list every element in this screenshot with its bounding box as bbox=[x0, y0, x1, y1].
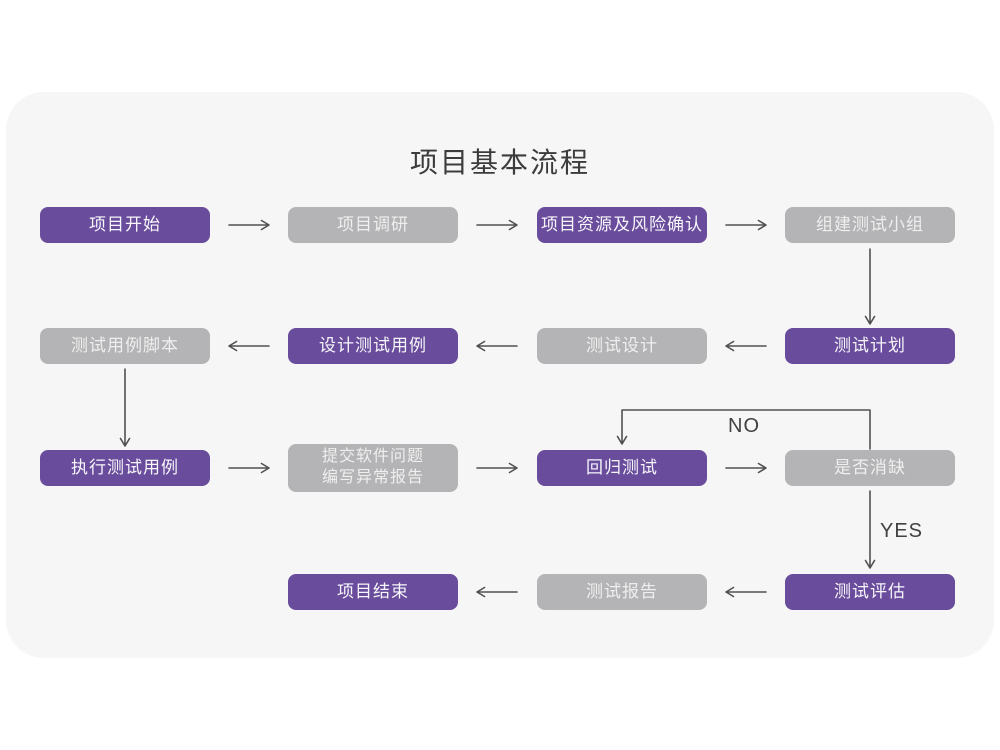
node-test-report: 测试报告 bbox=[537, 574, 707, 610]
node-test-evaluation: 测试评估 bbox=[785, 574, 955, 610]
node-test-plan: 测试计划 bbox=[785, 328, 955, 364]
node-design-test-cases: 设计测试用例 bbox=[288, 328, 458, 364]
node-project-research: 项目调研 bbox=[288, 207, 458, 243]
node-submit-issues-report: 提交软件问题 编写异常报告 bbox=[288, 444, 458, 492]
node-project-start: 项目开始 bbox=[40, 207, 210, 243]
node-defect-resolved: 是否消缺 bbox=[785, 450, 955, 486]
branch-label-yes: YES bbox=[880, 520, 924, 542]
node-build-test-team: 组建测试小组 bbox=[785, 207, 955, 243]
node-resource-risk-confirm: 项目资源及风险确认 bbox=[537, 207, 707, 243]
flowchart-card bbox=[6, 92, 994, 658]
node-regression-test: 回归测试 bbox=[537, 450, 707, 486]
node-test-design: 测试设计 bbox=[537, 328, 707, 364]
node-execute-test-cases: 执行测试用例 bbox=[40, 450, 210, 486]
branch-label-no: NO bbox=[728, 415, 760, 437]
node-project-end: 项目结束 bbox=[288, 574, 458, 610]
page-title: 项目基本流程 bbox=[409, 147, 590, 178]
node-test-case-scripts: 测试用例脚本 bbox=[40, 328, 210, 364]
